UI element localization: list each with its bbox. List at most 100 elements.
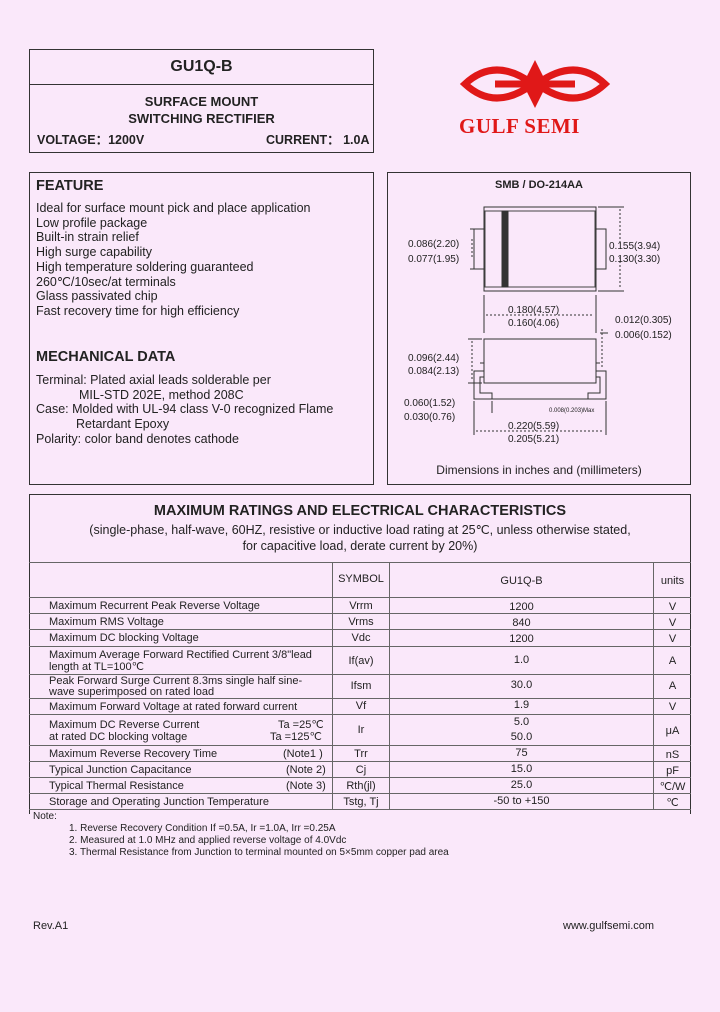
mechanical-line: Retardant Epoxy [76,417,170,432]
header-box: GU1Q-B SURFACE MOUNT SWITCHING RECTIFIER… [29,49,374,153]
dim-total-min: 0.205(5.21) [508,434,560,445]
row-param: Typical Thermal Resistance [49,780,184,792]
row-unit: pF [666,765,679,777]
dim-height-min: 0.130(3.30) [609,254,661,265]
row-unit: A [668,655,677,667]
row-unit: V [668,601,677,613]
mechanical-line: Polarity: color band denotes cathode [36,431,239,446]
row-value: 840 [512,617,531,629]
dim-lead-width-max: 0.086(2.20) [408,239,460,250]
row-unit: nS [665,749,680,761]
row-param: Maximum DC blocking Voltage [49,632,199,644]
row-param-line2: wave superimposed on rated load [49,686,215,698]
row-param: Maximum DC Reverse Current [49,719,200,731]
gulf-semi-logo: GULF SEMI [455,56,615,142]
ratings-title: MAXIMUM RATINGS AND ELECTRICAL CHARACTER… [153,503,567,519]
row-symbol: Vf [355,700,367,712]
row-param-line2: length at TL=100℃ [49,661,145,673]
dim-thickness-min: 0.006(0.152) [615,330,672,341]
row-value: -50 to +150 [493,795,550,807]
row-unit: A [668,680,677,692]
row-symbol: If(av) [348,655,374,667]
note-item: 1. Reverse Recovery Condition If =0.5A, … [69,823,336,834]
feature-item: High surge capability [36,245,153,260]
row-unit: ℃/W [659,781,686,793]
col-units-header: units [660,575,685,587]
dim-body-height-min: 0.084(2.13) [408,366,460,377]
row-symbol: Vrrm [349,600,373,612]
dim-height-max: 0.155(3.94) [609,241,661,252]
col-symbol-header: SYMBOL [338,573,384,585]
feature-item: Fast recovery time for high efficiency [36,303,240,318]
feature-list: Ideal for surface mount pick and place a… [36,201,310,319]
mechanical-line: Terminal: Plated axial leads solderable … [36,373,271,387]
row-param: Peak Forward Surge Current 8.3ms single … [49,675,303,687]
row-value: 1200 [509,633,534,645]
dim-length-min: 0.160(4.06) [508,318,560,329]
row-note: (Note 3) [286,780,326,792]
dim-lead-width-min: 0.077(1.95) [408,254,460,265]
website-link[interactable]: www.gulfsemi.com [563,920,655,932]
row-unit: V [668,617,677,629]
row-symbol: Vdc [351,632,371,644]
row-note: Ta =25℃ [278,719,324,731]
row-note: (Note1 ) [283,748,323,760]
row-value: 1200 [509,601,534,613]
dim-length-max: 0.180(4.57) [508,305,560,316]
row-param: Maximum RMS Voltage [49,616,164,628]
row-value: 15.0 [510,763,533,775]
title-line2: SWITCHING RECTIFIER [128,111,275,126]
package-outline-diagram [468,206,624,435]
row-symbol: Ir [357,724,365,736]
row-unit: V [668,701,677,713]
row-value: 1.9 [513,699,530,711]
notes-label: Note: [33,811,57,822]
revision-label: Rev.A1 [33,920,69,932]
dim-foot-max: 0.060(1.52) [404,398,456,409]
feature-item: 260℃/10sec/at terminals [36,274,176,289]
package-box: SMB / DO-214AA [387,172,691,485]
logo-emblem-icon [459,60,611,108]
row-value: 75 [515,747,528,759]
feature-item: High temperature soldering guaranteed [36,259,254,274]
feature-item: Low profile package [36,215,148,230]
col-part-header: GU1Q-B [500,575,543,587]
dim-total-max: 0.220(5.59) [508,421,560,432]
row-symbol: Ifsm [350,680,372,692]
note-item: 2. Measured at 1.0 MHz and applied rever… [69,835,347,846]
row-value: 1.0 [513,654,530,666]
row-unit: ℃ [666,797,679,809]
notes-block: Note: 1. Reverse Recovery Condition If =… [33,811,449,859]
dim-body-height-max: 0.096(2.44) [408,353,460,364]
row-unit: V [668,633,677,645]
dim-foot-min: 0.030(0.76) [404,412,456,423]
row-note2: Ta =125℃ [270,731,322,743]
title-line1: SURFACE MOUNT [144,94,259,109]
package-caption: Dimensions in inches and (millimeters) [436,463,642,477]
row-param: Maximum Forward Voltage at rated forward… [49,701,298,713]
feature-item: Built-in strain relief [36,230,139,245]
mechanical-line: MIL-STD 202E, method 208C [79,387,244,402]
row-unit: μA [665,725,680,737]
row-value: 25.0 [510,779,533,791]
row-param: Maximum Reverse Recovery Time [49,748,218,760]
row-param: Maximum Average Forward Rectified Curren… [49,649,312,661]
row-value: 5.0 [513,716,530,728]
part-number: GU1Q-B [170,58,233,75]
row-symbol: Cj [355,764,367,776]
row-symbol: Trr [354,748,368,760]
current-label: CURRENT： 1.0A [266,133,370,147]
row-note: (Note 2) [286,764,326,776]
ratings-subtitle1: (single-phase, half-wave, 60HZ, resistiv… [89,523,631,537]
feature-item: Ideal for surface mount pick and place a… [36,201,311,215]
mechanical-list: Terminal: Plated axial leads solderable … [36,373,333,447]
feature-title: FEATURE [36,178,104,194]
mechanical-line: Case: Molded with UL-94 class V-0 recogn… [36,402,334,417]
row-value: 30.0 [510,679,533,691]
mechanical-title: MECHANICAL DATA [36,349,176,365]
row-param: Typical Junction Capacitance [49,764,192,776]
row-value2: 50.0 [510,731,533,743]
dim-small-max: 0.008(0.203)Max [549,408,595,414]
feature-box: FEATURE Ideal for surface mount pick and… [29,172,374,485]
feature-item: Glass passivated chip [36,289,158,304]
